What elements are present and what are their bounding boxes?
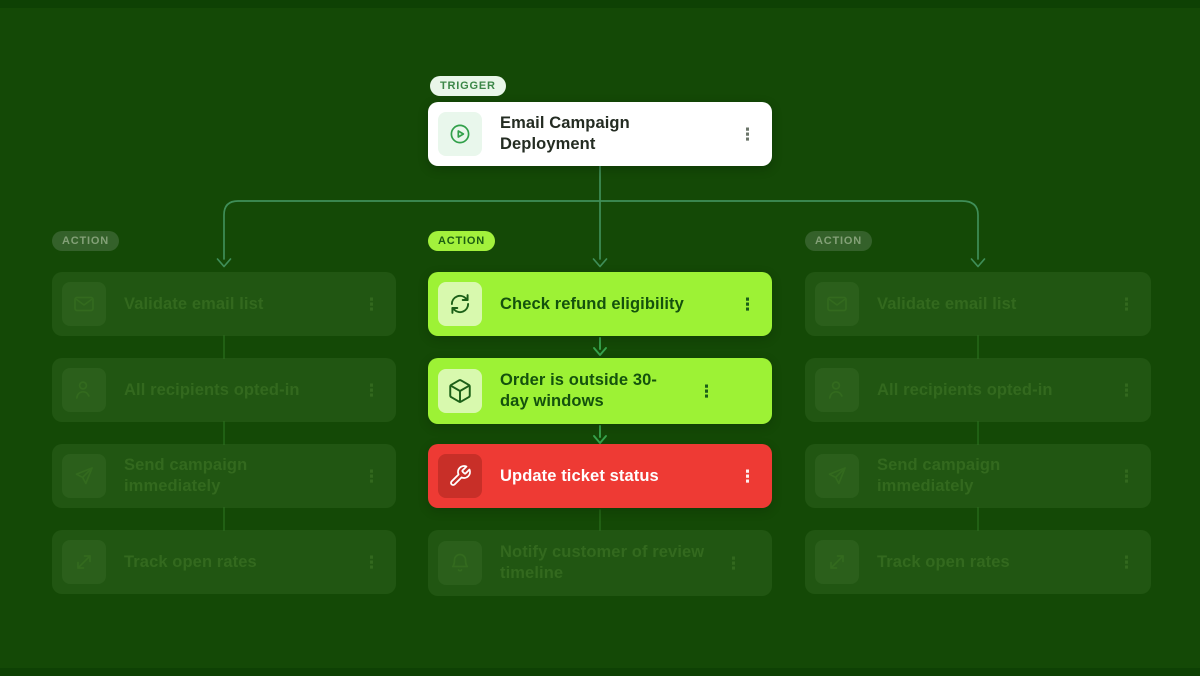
node-title: Send campaign immediately <box>877 456 1001 495</box>
kebab-menu-icon[interactable]: ⋮ <box>739 124 756 144</box>
mail-icon <box>62 282 106 326</box>
node-order-outside-30-day-window[interactable]: Order is outside 30-day windows ⋮ <box>428 358 772 424</box>
node-send-campaign-right[interactable]: Send campaign immediately ⋮ <box>805 444 1151 508</box>
kebab-menu-icon[interactable]: ⋮ <box>363 466 380 486</box>
node-title: All recipients opted-in <box>124 380 300 399</box>
kebab-menu-icon[interactable]: ⋮ <box>725 553 742 573</box>
kebab-menu-icon[interactable]: ⋮ <box>1118 294 1135 314</box>
top-edge-strip <box>0 0 1200 8</box>
kebab-menu-icon[interactable]: ⋮ <box>739 294 756 314</box>
trigger-title: Email Campaign Deployment <box>500 114 630 153</box>
node-send-campaign-left[interactable]: Send campaign immediately ⋮ <box>52 444 396 508</box>
node-title: Update ticket status <box>500 466 659 485</box>
kebab-menu-icon[interactable]: ⋮ <box>1118 466 1135 486</box>
node-title: Order is outside 30-day windows <box>500 371 657 410</box>
connector-branch <box>223 200 979 260</box>
kebab-menu-icon[interactable]: ⋮ <box>698 381 715 401</box>
node-notify-customer-review-timeline[interactable]: Notify customer of review timeline ⋮ <box>428 530 772 596</box>
node-update-ticket-status[interactable]: Update ticket status ⋮ <box>428 444 772 508</box>
send-icon <box>815 454 859 498</box>
kebab-menu-icon[interactable]: ⋮ <box>363 552 380 572</box>
mail-icon <box>815 282 859 326</box>
arrowhead-center-1-2-icon <box>593 347 607 356</box>
action-badge-left: ACTION <box>52 231 119 251</box>
trigger-badge: TRIGGER <box>430 76 506 96</box>
node-title: All recipients opted-in <box>877 380 1053 399</box>
expand-diagonal-icon <box>62 540 106 584</box>
kebab-menu-icon[interactable]: ⋮ <box>1118 552 1135 572</box>
node-validate-email-list-left[interactable]: Validate email list ⋮ <box>52 272 396 336</box>
kebab-menu-icon[interactable]: ⋮ <box>1118 380 1135 400</box>
play-circle-icon <box>438 112 482 156</box>
node-title: Notify customer of review timeline <box>500 543 705 582</box>
node-validate-email-list-right[interactable]: Validate email list ⋮ <box>805 272 1151 336</box>
node-title: Validate email list <box>877 294 1017 313</box>
node-title: Validate email list <box>124 294 264 313</box>
wrench-icon <box>438 454 482 498</box>
node-title: Send campaign immediately <box>124 456 248 495</box>
action-badge-center: ACTION <box>428 231 495 251</box>
trigger-node[interactable]: Email Campaign Deployment ⋮ <box>428 102 772 166</box>
node-title: Track open rates <box>124 552 257 571</box>
kebab-menu-icon[interactable]: ⋮ <box>363 294 380 314</box>
arrowhead-center-icon <box>592 258 608 268</box>
package-box-icon <box>438 369 482 413</box>
node-title: Track open rates <box>877 552 1010 571</box>
action-badge-right: ACTION <box>805 231 872 251</box>
node-track-open-rates-right[interactable]: Track open rates ⋮ <box>805 530 1151 594</box>
node-title: Check refund eligibility <box>500 294 684 313</box>
sync-icon <box>438 282 482 326</box>
expand-diagonal-icon <box>815 540 859 584</box>
bell-icon <box>438 541 482 585</box>
arrowhead-right-icon <box>970 258 986 268</box>
arrowhead-left-icon <box>216 258 232 268</box>
node-check-refund-eligibility[interactable]: Check refund eligibility ⋮ <box>428 272 772 336</box>
arrowhead-center-2-3-icon <box>593 435 607 444</box>
kebab-menu-icon[interactable]: ⋮ <box>739 466 756 486</box>
bottom-edge-strip <box>0 668 1200 676</box>
send-icon <box>62 454 106 498</box>
node-recipients-opted-in-right[interactable]: All recipients opted-in ⋮ <box>805 358 1151 422</box>
user-icon <box>815 368 859 412</box>
user-icon <box>62 368 106 412</box>
node-track-open-rates-left[interactable]: Track open rates ⋮ <box>52 530 396 594</box>
kebab-menu-icon[interactable]: ⋮ <box>363 380 380 400</box>
node-recipients-opted-in-left[interactable]: All recipients opted-in ⋮ <box>52 358 396 422</box>
